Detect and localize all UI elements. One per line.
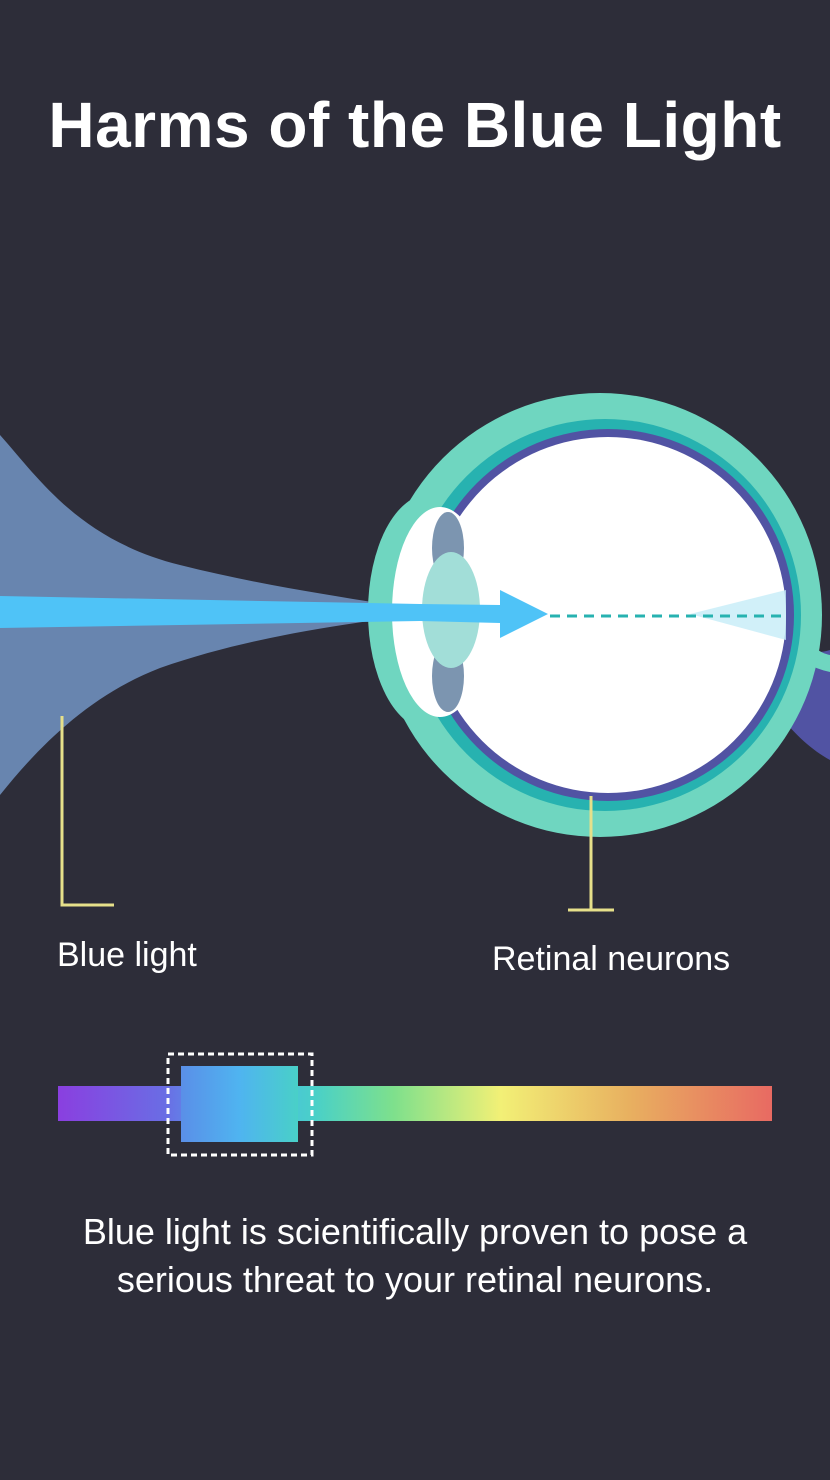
retinal-neurons-label: Retinal neurons [492,940,731,978]
page-title: Harms of the Blue Light [48,89,782,161]
blue-band-highlight [181,1066,298,1142]
blue-band-selection-box [166,1052,314,1157]
blue-light-pointer [60,716,114,907]
caption: Blue light is scientifically proven to p… [82,1211,748,1300]
blue-light-beam [0,590,548,638]
blue-light-label: Blue light [57,936,197,974]
light-spectrum [58,1052,772,1157]
eye-illustration [0,393,830,912]
spectrum-bar [58,1086,772,1121]
